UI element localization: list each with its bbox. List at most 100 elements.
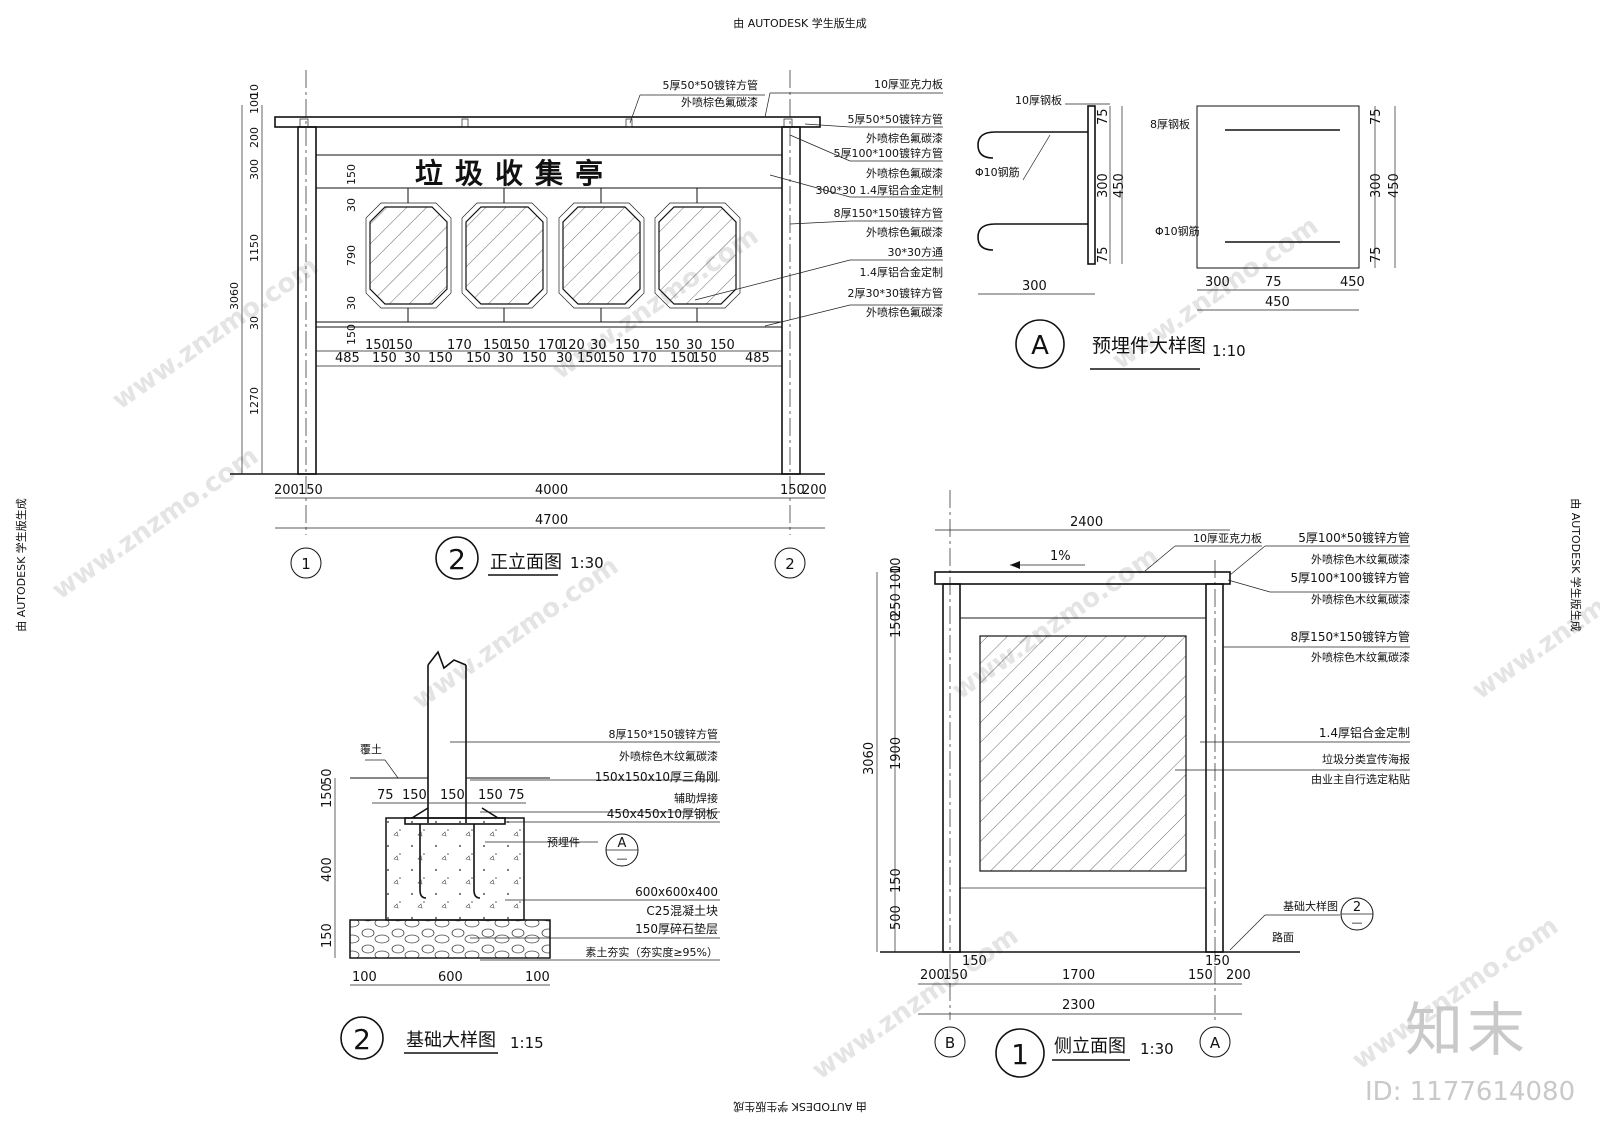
f-lbl-6: 外喷棕色氟碳漆: [866, 166, 943, 180]
watermarks: www.znzmo.com www.znzmo.com www.znzmo.co…: [47, 211, 1600, 1086]
side-elevation: 1% 2400 10 100 250 150 1900 150 500 3060: [862, 490, 1410, 1078]
svg-text:300: 300: [1022, 279, 1047, 294]
f-dim-1270: 1270: [248, 387, 261, 415]
svg-text:C25混凝土块: C25混凝土块: [646, 903, 718, 918]
svg-text:由业主自行选定粘贴: 由业主自行选定粘贴: [1311, 772, 1410, 786]
svg-text:150: 150: [372, 351, 397, 366]
svg-text:基础大样图: 基础大样图: [1283, 899, 1338, 913]
svg-text:路面: 路面: [1272, 931, 1294, 944]
svg-text:辅助焊接: 辅助焊接: [674, 791, 718, 805]
front-grid-right: 2: [785, 555, 795, 573]
svg-text:150: 150: [428, 351, 453, 366]
brand-watermark: 知末: [1405, 996, 1529, 1064]
svg-text:200: 200: [1226, 968, 1251, 983]
f-bdim-150a: 150: [298, 483, 323, 498]
front-panels: [365, 188, 741, 322]
detail-a: 10厚钢板 Φ10钢筋 75 300 450 75 300 8厚钢板 Φ10钢筋…: [975, 93, 1402, 370]
stamp-left: 由 AUTODESK 学生版生成: [14, 498, 28, 632]
svg-text:—: —: [617, 852, 628, 865]
svg-text:覆土: 覆土: [360, 743, 382, 756]
f-bdim-200b: 200: [802, 483, 827, 498]
svg-text:150厚碎石垫层: 150厚碎石垫层: [635, 921, 718, 936]
front-scale: 1:30: [570, 554, 604, 572]
svg-text:600x600x400: 600x600x400: [635, 885, 718, 899]
svg-text:30: 30: [497, 351, 514, 366]
svg-text:150: 150: [320, 783, 335, 808]
front-post-left: [297, 126, 317, 475]
f-dim-150a: 150: [345, 164, 358, 185]
svg-text:400: 400: [320, 857, 335, 882]
f-dim-30b: 30: [345, 296, 358, 310]
stamp-right: 由 AUTODESK 学生版生成: [1569, 498, 1583, 632]
svg-text:75: 75: [1369, 108, 1384, 125]
svg-text:200: 200: [920, 968, 945, 983]
f-lbl-2: 10厚亚克力板: [874, 77, 943, 91]
svg-text:150: 150: [388, 338, 413, 353]
svg-text:450: 450: [1112, 173, 1127, 198]
svg-text:150: 150: [692, 351, 717, 366]
wm-8: www.znzmo.com: [807, 921, 1024, 1086]
svg-text:150: 150: [710, 338, 735, 353]
svg-text:150x150x10厚三角刚: 150x150x10厚三角刚: [595, 770, 718, 784]
svg-text:10: 10: [889, 557, 904, 574]
a-lbl-plate: 10厚钢板: [1015, 93, 1062, 107]
f-bdim-200a: 200: [274, 483, 299, 498]
svg-text:100: 100: [889, 565, 904, 590]
f-lbl-13: 外喷棕色氟碳漆: [866, 305, 943, 319]
svg-text:50: 50: [320, 768, 335, 785]
svg-text:150: 150: [505, 338, 530, 353]
foundation-detail: 50 150 400 150 75 150 150 150 75 100 600…: [320, 650, 720, 1060]
svg-text:120: 120: [560, 338, 585, 353]
f-lbl-9: 外喷棕色氟碳漆: [866, 225, 943, 239]
svg-text:1700: 1700: [1062, 968, 1095, 983]
f-dim-150b: 150: [345, 324, 358, 345]
f-lbl-8: 8厚150*150镀锌方管: [834, 206, 944, 220]
side-poster-board: [979, 635, 1187, 872]
svg-text:—: —: [1352, 916, 1363, 929]
svg-text:150: 150: [365, 338, 390, 353]
front-mid-dims-top: 150 150 170 150 150 170 120 30 150 150 3…: [365, 338, 735, 353]
svg-text:150: 150: [577, 351, 602, 366]
svg-text:150: 150: [402, 788, 427, 803]
f-dim-3060: 3060: [228, 282, 241, 310]
f-dim-200: 200: [248, 127, 261, 148]
svg-text:30: 30: [590, 338, 607, 353]
foundation-caption: 基础大样图: [406, 1030, 496, 1051]
svg-text:100: 100: [525, 970, 550, 985]
svg-text:485: 485: [745, 351, 770, 366]
f-dim-10: 10: [248, 84, 261, 98]
wm-4: www.znzmo.com: [47, 441, 264, 606]
svg-text:2300: 2300: [1062, 998, 1095, 1013]
a-lbl-rebar1: Φ10钢筋: [975, 165, 1020, 179]
svg-text:150: 150: [943, 968, 968, 983]
svg-text:1900: 1900: [889, 737, 904, 770]
a-lbl-plate2: 8厚钢板: [1150, 117, 1190, 131]
svg-text:500: 500: [889, 905, 904, 930]
f-dim-30a: 30: [345, 198, 358, 212]
svg-text:75: 75: [1096, 108, 1111, 125]
concrete-block: [385, 817, 525, 921]
side-roof: [934, 571, 1231, 585]
front-sign-title: 垃圾收集亭: [415, 157, 615, 190]
f-lbl-11: 1.4厚铝合金定制: [860, 265, 944, 279]
svg-text:150: 150: [1205, 954, 1230, 969]
f-dim-790: 790: [345, 245, 358, 266]
f-dim-30c: 30: [248, 316, 261, 330]
foundation-scale: 1:15: [510, 1034, 544, 1052]
svg-text:150: 150: [889, 868, 904, 893]
svg-text:75: 75: [1096, 246, 1111, 263]
svg-text:外喷棕色木纹氟碳漆: 外喷棕色木纹氟碳漆: [1311, 552, 1410, 566]
svg-text:外喷棕色木纹氟碳漆: 外喷棕色木纹氟碳漆: [619, 749, 718, 763]
side-slope: 1%: [1050, 549, 1071, 564]
svg-text:5厚100*50镀锌方管: 5厚100*50镀锌方管: [1298, 530, 1410, 545]
svg-text:450x450x10厚钢板: 450x450x10厚钢板: [607, 807, 718, 821]
svg-text:170: 170: [447, 338, 472, 353]
svg-text:3060: 3060: [862, 742, 877, 775]
a-caption: 预埋件大样图: [1092, 335, 1206, 357]
svg-text:8厚150*150镀锌方管: 8厚150*150镀锌方管: [1291, 629, 1410, 644]
svg-text:150: 150: [962, 954, 987, 969]
f-lbl-12: 2厚30*30镀锌方管: [848, 286, 944, 300]
svg-text:300: 300: [1205, 275, 1230, 290]
